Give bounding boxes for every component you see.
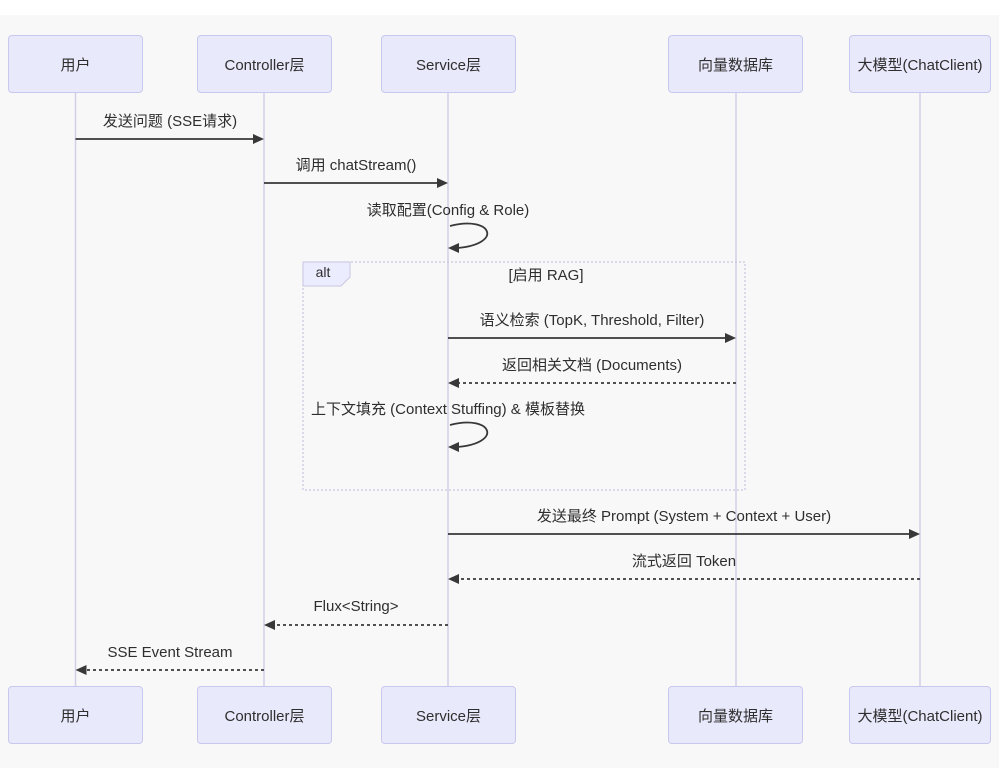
message-send-final-prompt: 发送最终 Prompt (System + Context + User)	[536, 508, 832, 525]
participant-label: Service层	[415, 56, 482, 74]
participant-label: 大模型(ChatClient)	[857, 707, 983, 725]
participant-label: 向量数据库	[697, 56, 773, 74]
participant-user-bottom: 用户	[8, 686, 143, 744]
top-margin-strip	[0, 0, 999, 15]
participant-user-top: 用户	[8, 35, 143, 93]
message-send-question: 发送问题 (SSE请求)	[102, 113, 238, 130]
participant-label: Controller层	[224, 707, 305, 725]
participant-service-top: Service层	[381, 35, 516, 93]
participant-vectordb-top: 向量数据库	[668, 35, 803, 93]
message-semantic-search: 语义检索 (TopK, Threshold, Filter)	[479, 312, 705, 329]
participant-label: Controller层	[224, 56, 305, 74]
message-stream-token: 流式返回 Token	[631, 553, 737, 570]
message-read-config: 读取配置(Config & Role)	[366, 202, 530, 219]
participant-label: 向量数据库	[697, 707, 773, 725]
participant-service-bottom: Service层	[381, 686, 516, 744]
participant-label: 用户	[60, 56, 91, 74]
participant-label: 大模型(ChatClient)	[857, 56, 983, 74]
arrowheads	[75, 134, 920, 675]
self-loop-read-config	[449, 222, 489, 249]
message-call-chatstream: 调用 chatStream()	[295, 157, 417, 174]
participant-vectordb-bottom: 向量数据库	[668, 686, 803, 744]
participant-label: 用户	[60, 707, 91, 725]
participant-label: Service层	[415, 707, 482, 725]
message-arrows	[75, 138, 920, 671]
lifelines	[74, 93, 921, 686]
participant-llm-top: 大模型(ChatClient)	[849, 35, 991, 93]
alt-frame	[302, 261, 746, 491]
participant-controller-bottom: Controller层	[197, 686, 332, 744]
message-context-stuffing: 上下文填充 (Context Stuffing) & 模板替换	[311, 401, 585, 418]
self-loop-context-stuffing	[449, 421, 489, 448]
alt-block-condition: [启用 RAG]	[508, 267, 584, 284]
message-sse-event-stream: SSE Event Stream	[107, 644, 233, 661]
alt-block-label: alt	[315, 264, 331, 280]
alt-label-tab	[302, 261, 351, 287]
message-flux-string: Flux<String>	[313, 598, 399, 615]
participant-controller-top: Controller层	[197, 35, 332, 93]
participant-llm-bottom: 大模型(ChatClient)	[849, 686, 991, 744]
message-return-documents: 返回相关文档 (Documents)	[501, 357, 683, 374]
